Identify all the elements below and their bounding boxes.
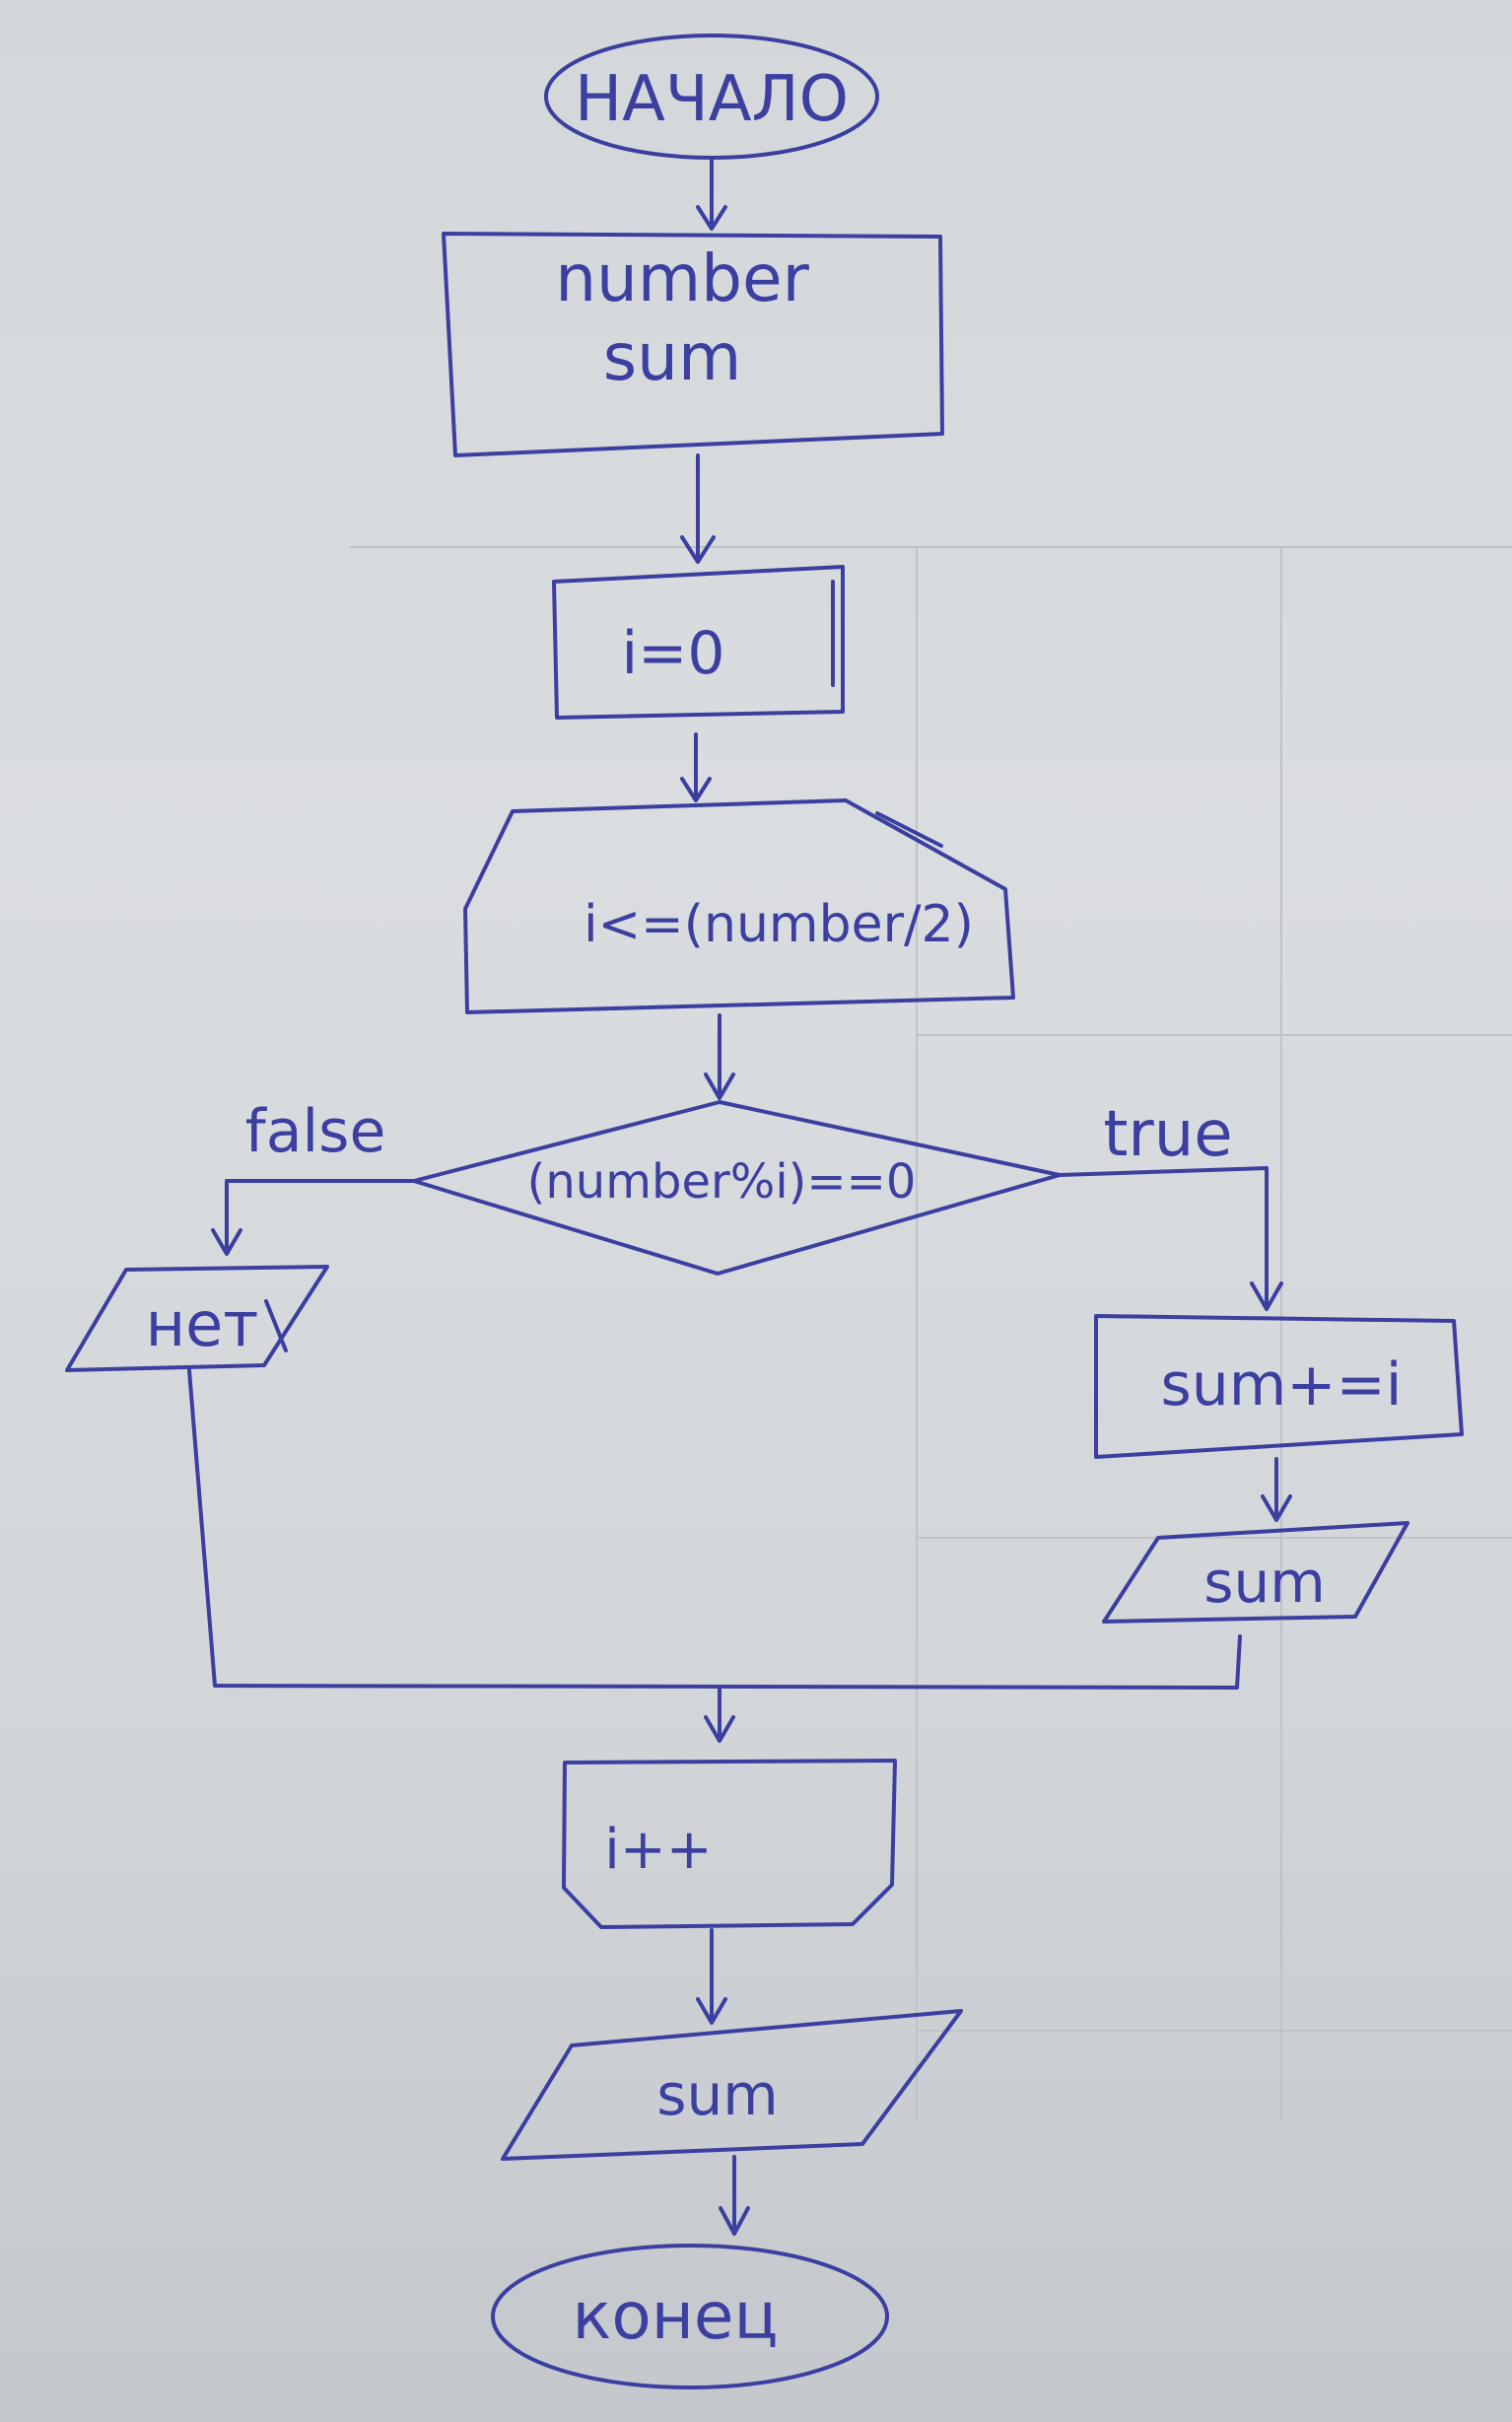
true-output-label: sum: [1203, 1549, 1325, 1616]
final-output-label: sum: [656, 2061, 778, 2128]
true-output-block: sum: [1102, 1521, 1409, 1624]
input-var-number: number: [555, 241, 809, 316]
arrow-start-to-input: [696, 156, 727, 231]
init-label: i=0: [621, 619, 724, 688]
start-label: НАЧАЛО: [575, 63, 849, 136]
start-terminator: НАЧАЛО: [544, 34, 879, 160]
loop-start-block: i<=(number/2): [463, 798, 1015, 1014]
arrow-input-to-init: [680, 453, 716, 564]
true-label: true: [1103, 1098, 1232, 1171]
input-variables-block: number sum: [442, 232, 944, 457]
loop-condition-label: i<=(number/2): [584, 895, 974, 954]
end-terminator: конец: [491, 2244, 889, 2389]
arrow-loop-to-decision: [704, 1013, 735, 1100]
decision-diamond: (number%i)==0: [412, 1100, 1062, 1276]
init-block: i=0: [552, 565, 845, 720]
false-output-label: нет: [146, 1288, 259, 1360]
decision-label: (number%i)==0: [527, 1154, 917, 1210]
input-var-sum: sum: [603, 319, 742, 395]
arrow-init-to-loop: [680, 732, 712, 802]
loop-end-block: i++: [562, 1759, 897, 1929]
arrow-to-final-output: [696, 1928, 727, 2025]
false-branch: false: [211, 1097, 416, 1256]
background-table-lines: [350, 546, 1512, 2119]
merge-lines: [187, 1368, 1242, 1743]
arrow-process-to-output: [1261, 1457, 1292, 1522]
false-output-block: нет: [65, 1265, 329, 1372]
arrow-to-end: [719, 2155, 750, 2236]
true-branch: true: [1058, 1098, 1283, 1311]
final-output-block: sum: [501, 2009, 963, 2161]
true-process-label: sum+=i: [1161, 1350, 1403, 1419]
true-process-block: sum+=i: [1094, 1314, 1464, 1459]
false-label: false: [245, 1097, 386, 1166]
end-label: конец: [573, 2278, 779, 2354]
loop-end-label: i++: [604, 1818, 712, 1882]
